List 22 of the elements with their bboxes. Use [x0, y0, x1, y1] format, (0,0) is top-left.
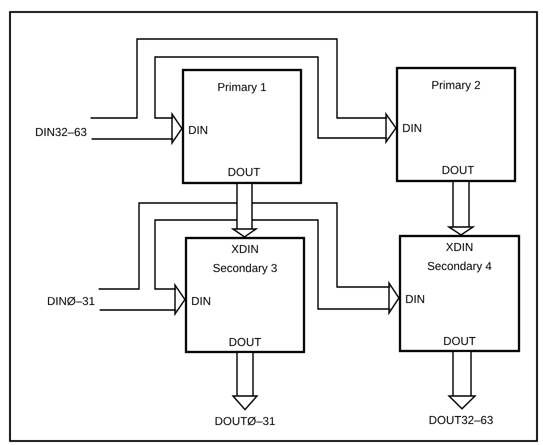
port-label: DIN	[189, 126, 208, 134]
signal-label: DIN32–63	[36, 128, 86, 136]
bus-arrow	[91, 113, 183, 144]
port-label: XDIN	[232, 245, 258, 253]
port-label: DOUT	[444, 336, 476, 346]
port-label: DOUT	[228, 168, 260, 176]
bus-arrow	[448, 351, 476, 410]
port-label: DOUT	[230, 338, 262, 346]
bus-arrow	[448, 181, 474, 236]
signal-label: DOUT32–63	[430, 416, 493, 424]
bus-arrow	[232, 352, 258, 411]
bus-arrow	[98, 202, 400, 314]
port-label: DOUT	[442, 166, 474, 174]
bus-arrow	[90, 38, 397, 143]
port-label: XDIN	[446, 243, 472, 251]
signal-label: DOUTØ–31	[216, 416, 275, 426]
bus-arrow	[99, 284, 186, 315]
signal-label: DINØ–31	[48, 296, 94, 306]
port-label: DIN	[406, 295, 424, 303]
port-label: DIN	[192, 297, 210, 305]
bus-arrow	[232, 183, 257, 238]
port-label: DIN	[403, 124, 422, 132]
